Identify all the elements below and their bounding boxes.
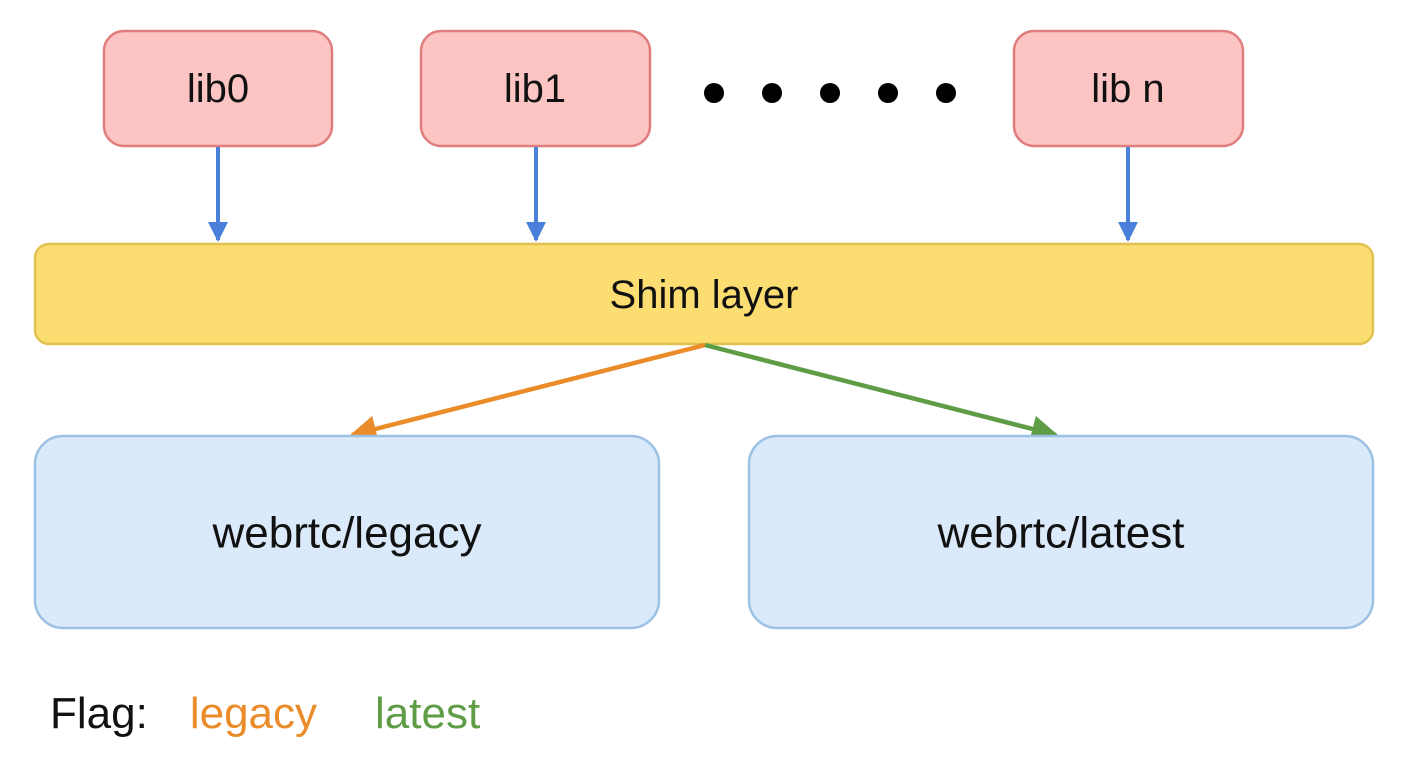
shim-layer-node: Shim layer [33,242,1375,346]
lib1-node: lib1 [419,29,652,148]
legend-legacy: legacy [189,689,318,738]
webrtc-legacy-label: webrtc/legacy [211,509,481,558]
ellipsis-dots [704,83,956,103]
arrow-shim-to-legacy [349,342,706,443]
flag-legend: Flag: legacy latest [50,684,480,744]
lib0-box [102,29,334,148]
webrtc-latest-node: webrtc/latest [747,434,1375,630]
lib0-node: lib0 [102,29,334,148]
webrtc-latest-box [747,434,1375,630]
libn-label: lib n [1091,67,1164,111]
ellipsis-dot [878,83,898,103]
shim-layer-label: Shim layer [610,273,799,317]
lib1-box [419,29,652,148]
webrtc-legacy-node: webrtc/legacy [33,434,661,630]
arrow-shim-to-latest [704,342,1059,443]
libn-box [1012,29,1245,148]
ellipsis-dot [704,83,724,103]
webrtc-legacy-box [33,434,661,630]
lib1-label: lib1 [504,67,566,111]
libn-node: lib n [1012,29,1245,148]
lib0-label: lib0 [187,67,249,111]
legend-latest: latest [375,689,481,738]
webrtc-latest-label: webrtc/latest [937,509,1185,558]
ellipsis-dot [936,83,956,103]
ellipsis-dot [762,83,782,103]
ellipsis-dot [820,83,840,103]
legend-title: Flag: [50,689,148,738]
